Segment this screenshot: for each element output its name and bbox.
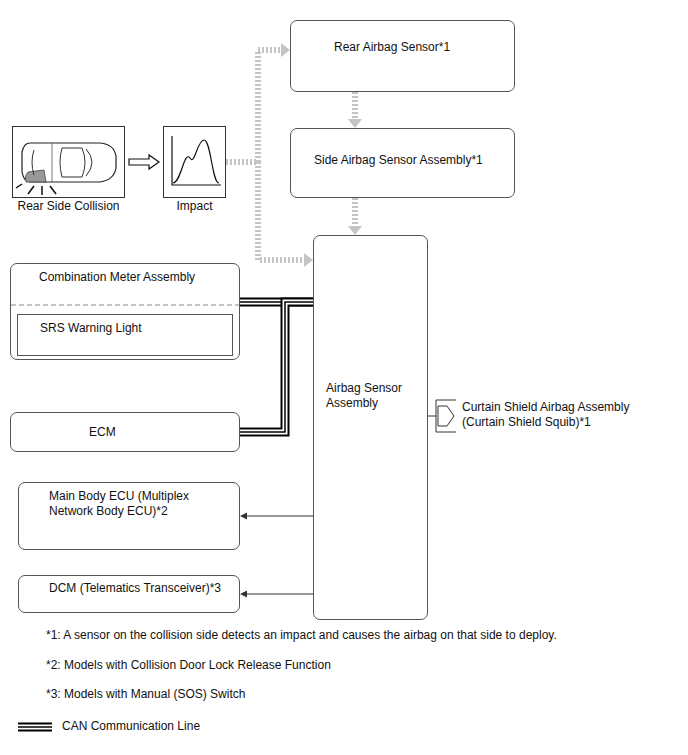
sensor-box: Side Airbag Sensor Assembly*1	[290, 128, 515, 198]
ecu-box: Airbag Sensor Assembly	[313, 235, 428, 620]
connector-line	[226, 50, 282, 162]
arrow-head	[304, 253, 313, 267]
divider-line	[11, 305, 239, 306]
footnote: *3: Models with Manual (SOS) Switch	[46, 687, 245, 702]
arrow-head	[348, 226, 362, 235]
ecu-box: ECM	[10, 412, 240, 452]
connector-line	[352, 198, 358, 227]
illustration-frame: Rear Side Collision	[12, 126, 125, 198]
connector-line	[226, 162, 305, 260]
squib-node: Curtain Shield Airbag Assembly (Curtain …	[432, 395, 654, 437]
can-gap	[240, 302, 313, 432]
node-text: Main Body ECU (Multiplex Network Body EC…	[49, 489, 209, 519]
arrow-head	[348, 119, 362, 128]
node-text: Curtain Shield Airbag Assembly (Curtain …	[462, 400, 652, 430]
arrow-head	[281, 43, 290, 57]
can-outer	[240, 302, 313, 432]
node-text: Airbag Sensor Assembly	[326, 381, 406, 411]
node-text: SRS Warning Light	[40, 321, 224, 336]
can-core	[240, 302, 313, 432]
connector-line	[352, 92, 358, 120]
node-text: ECM	[89, 425, 231, 440]
caption-text: Rear Side Collision	[0, 199, 144, 214]
node-text: DCM (Telematics Transceiver)*3	[49, 581, 231, 596]
car-illustration	[16, 143, 116, 195]
meter-box: Combination Meter AssemblySRS Warning Li…	[10, 263, 240, 360]
node-text: Combination Meter Assembly	[39, 270, 231, 285]
connector	[240, 513, 313, 520]
connector	[226, 43, 290, 162]
connector	[428, 416, 436, 417]
illustration-frame: Impact	[163, 126, 226, 198]
legend-line-sample	[18, 727, 52, 728]
connector	[240, 591, 313, 598]
can-line	[240, 302, 313, 432]
connector-line	[246, 594, 313, 595]
connector	[226, 162, 313, 267]
footnote: *2: Models with Collision Door Lock Rele…	[46, 658, 331, 673]
connector	[348, 92, 362, 128]
node-text: Side Airbag Sensor Assembly*1	[314, 153, 506, 168]
node-text: Rear Airbag Sensor*1	[334, 40, 506, 55]
connector	[348, 198, 362, 235]
warning-light-box: SRS Warning Light	[17, 314, 233, 356]
caption-text: Impact	[144, 199, 245, 214]
connector-line	[428, 416, 436, 417]
impact-graph	[172, 136, 221, 185]
sensor-box: Rear Airbag Sensor*1	[290, 20, 515, 92]
arrow-head	[240, 513, 247, 520]
connector	[129, 155, 159, 169]
ecu-box: DCM (Telematics Transceiver)*3	[18, 575, 240, 613]
arrow-head	[240, 591, 247, 598]
ecu-box: Main Body ECU (Multiplex Network Body EC…	[18, 482, 240, 550]
hollow-arrow	[129, 155, 159, 169]
squib-symbol	[436, 400, 456, 432]
legend-text: CAN Communication Line	[62, 719, 200, 734]
footnote: *1: A sensor on the collision side detec…	[46, 628, 557, 643]
connector-line	[246, 516, 313, 517]
